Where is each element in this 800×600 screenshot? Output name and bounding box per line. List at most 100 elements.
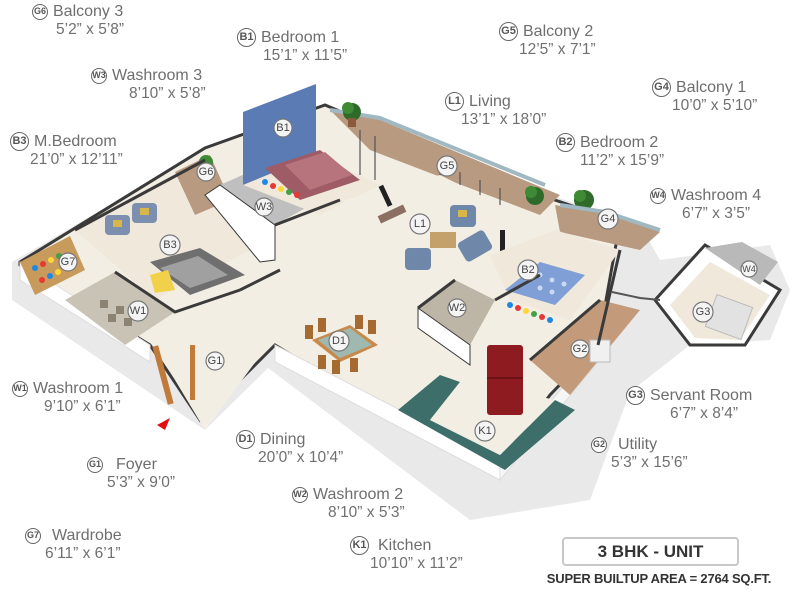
svg-text:L1: L1: [414, 218, 426, 230]
washroom3-wall: [204, 184, 276, 263]
room-code-badge: B1: [237, 28, 256, 47]
foyer-door: [190, 345, 195, 400]
label-bedroom2: B2 Bedroom 2 11’2” x 15’9”: [556, 133, 664, 169]
room-name: Balcony 1: [676, 78, 747, 96]
room-dimensions: 10’10” x 11’2”: [370, 555, 463, 572]
room-code-badge: G5: [499, 22, 518, 41]
room-dimensions: 6’7” x 3’5”: [682, 204, 751, 222]
label-balcony3: G6 Balcony 3 5’2” x 5’8”: [32, 3, 124, 38]
svg-text:B2: B2: [521, 264, 534, 276]
room-name: Dining: [260, 430, 306, 448]
svg-text:G7: G7: [61, 256, 76, 268]
room-code-badge: D1: [236, 430, 255, 449]
svg-text:D1: D1: [332, 335, 346, 347]
room-dimensions: 15’1” x 11’5”: [263, 47, 348, 64]
plan-tag-w2: W2: [447, 298, 467, 318]
living-tv-2: [500, 230, 505, 252]
plan-tag-w4: W4: [740, 260, 758, 278]
svg-text:G1: G1: [208, 355, 223, 367]
room-code-badge: L1: [445, 92, 464, 111]
room-code-badge: W3: [91, 67, 107, 84]
svg-text:W1: W1: [130, 305, 147, 317]
svg-text:G4: G4: [601, 213, 616, 225]
room-code-badge: G7: [25, 527, 41, 544]
room-name: Washroom 1: [33, 380, 124, 397]
room-dimensions: 10’0” x 5’10”: [672, 97, 758, 114]
plant-icon: [342, 102, 361, 127]
label-washroom4: W4 Washroom 4 6’7” x 3’5”: [650, 187, 761, 222]
living-tv: [378, 184, 393, 207]
room-name: Living: [469, 92, 511, 110]
utility-washing-machine: [589, 339, 611, 363]
plan-tag-g6: G6: [196, 162, 216, 182]
room-code-badge: G1: [87, 456, 103, 473]
room-name: Wardrobe: [52, 527, 122, 544]
room-name: M.Bedroom: [34, 132, 117, 150]
room-dimensions: 13’1” x 18’0”: [461, 111, 547, 128]
room-washroom4: [705, 242, 778, 285]
room-code-badge: G2: [591, 436, 607, 453]
entry-arrow-icon: [157, 418, 170, 430]
svg-text:G5: G5: [440, 160, 455, 172]
room-dimensions: 5’2” x 5’8”: [56, 20, 125, 38]
interior-walls: [74, 158, 622, 362]
room-name: Washroom 4: [671, 187, 762, 204]
room-code-badge: G3: [626, 386, 645, 405]
room-name: Balcony 3: [53, 3, 124, 20]
room-name: Balcony 2: [523, 22, 594, 40]
room-foyer: [160, 335, 268, 430]
living-sofa-set: [405, 205, 493, 270]
mbedroom-bed-cover: [160, 256, 228, 288]
svg-text:G2: G2: [573, 343, 588, 355]
room-name: Bedroom 1: [261, 28, 340, 46]
room-code-badge: G6: [32, 3, 48, 20]
room-kitchen: [430, 382, 555, 455]
room-dimensions: 9’10” x 6’1”: [44, 397, 121, 415]
room-dimensions: 8’10” x 5’8”: [129, 84, 206, 102]
unit-type-box: 3 BHK - UNIT: [562, 537, 739, 566]
svg-text:K1: K1: [478, 425, 491, 437]
living-tv-unit: [377, 204, 407, 224]
room-code-badge: W2: [292, 486, 308, 503]
room-code-badge: B3: [10, 132, 29, 151]
svg-text:B1: B1: [276, 122, 289, 134]
plan-tag-k1: K1: [474, 420, 496, 442]
room-dimensions: 12’5” x 7’1”: [519, 41, 596, 58]
plan-tag-b1: B1: [273, 118, 293, 138]
plan-tag-l1: L1: [409, 213, 431, 235]
plan-tag-g7: G7: [58, 252, 78, 272]
kitchen-counter: [398, 375, 575, 470]
room-name: Bedroom 2: [580, 133, 659, 151]
room-code-badge: W4: [650, 187, 666, 204]
room-name: Foyer: [116, 456, 157, 473]
room-name: Washroom 2: [313, 486, 404, 503]
kitchen-fridge: [487, 345, 523, 415]
bedroom2-clothes-rack: [507, 302, 553, 323]
room-code-badge: B2: [556, 133, 575, 152]
main-door: [152, 345, 174, 405]
label-washroom3: W3 Washroom 3 8’10” x 5’8”: [91, 67, 206, 102]
label-wardrobe: G7 Wardrobe 6’11” x 6’1”: [25, 527, 122, 562]
room-dimensions: 20’0” x 10’4”: [258, 449, 344, 466]
plan-tag-w1: W1: [127, 300, 149, 322]
svg-text:W3: W3: [256, 201, 273, 213]
room-dimensions: 11’2” x 15’9”: [580, 152, 665, 169]
plan-tag-g4: G4: [597, 208, 619, 230]
plan-tag-g5: G5: [436, 155, 458, 177]
room-dimensions: 6’11” x 6’1”: [45, 544, 121, 562]
room-wardrobe: [20, 236, 85, 295]
room-code-badge: K1: [350, 536, 369, 555]
bedroom1-bed-cover: [285, 152, 352, 190]
room-name: Washroom 3: [112, 67, 203, 84]
room-dimensions: 5’3” x 9’0”: [107, 473, 176, 491]
room-name: Servant Room: [650, 386, 753, 404]
label-dining: D1 Dining 20’0” x 10’4”: [236, 430, 343, 466]
svg-text:G3: G3: [696, 306, 711, 318]
